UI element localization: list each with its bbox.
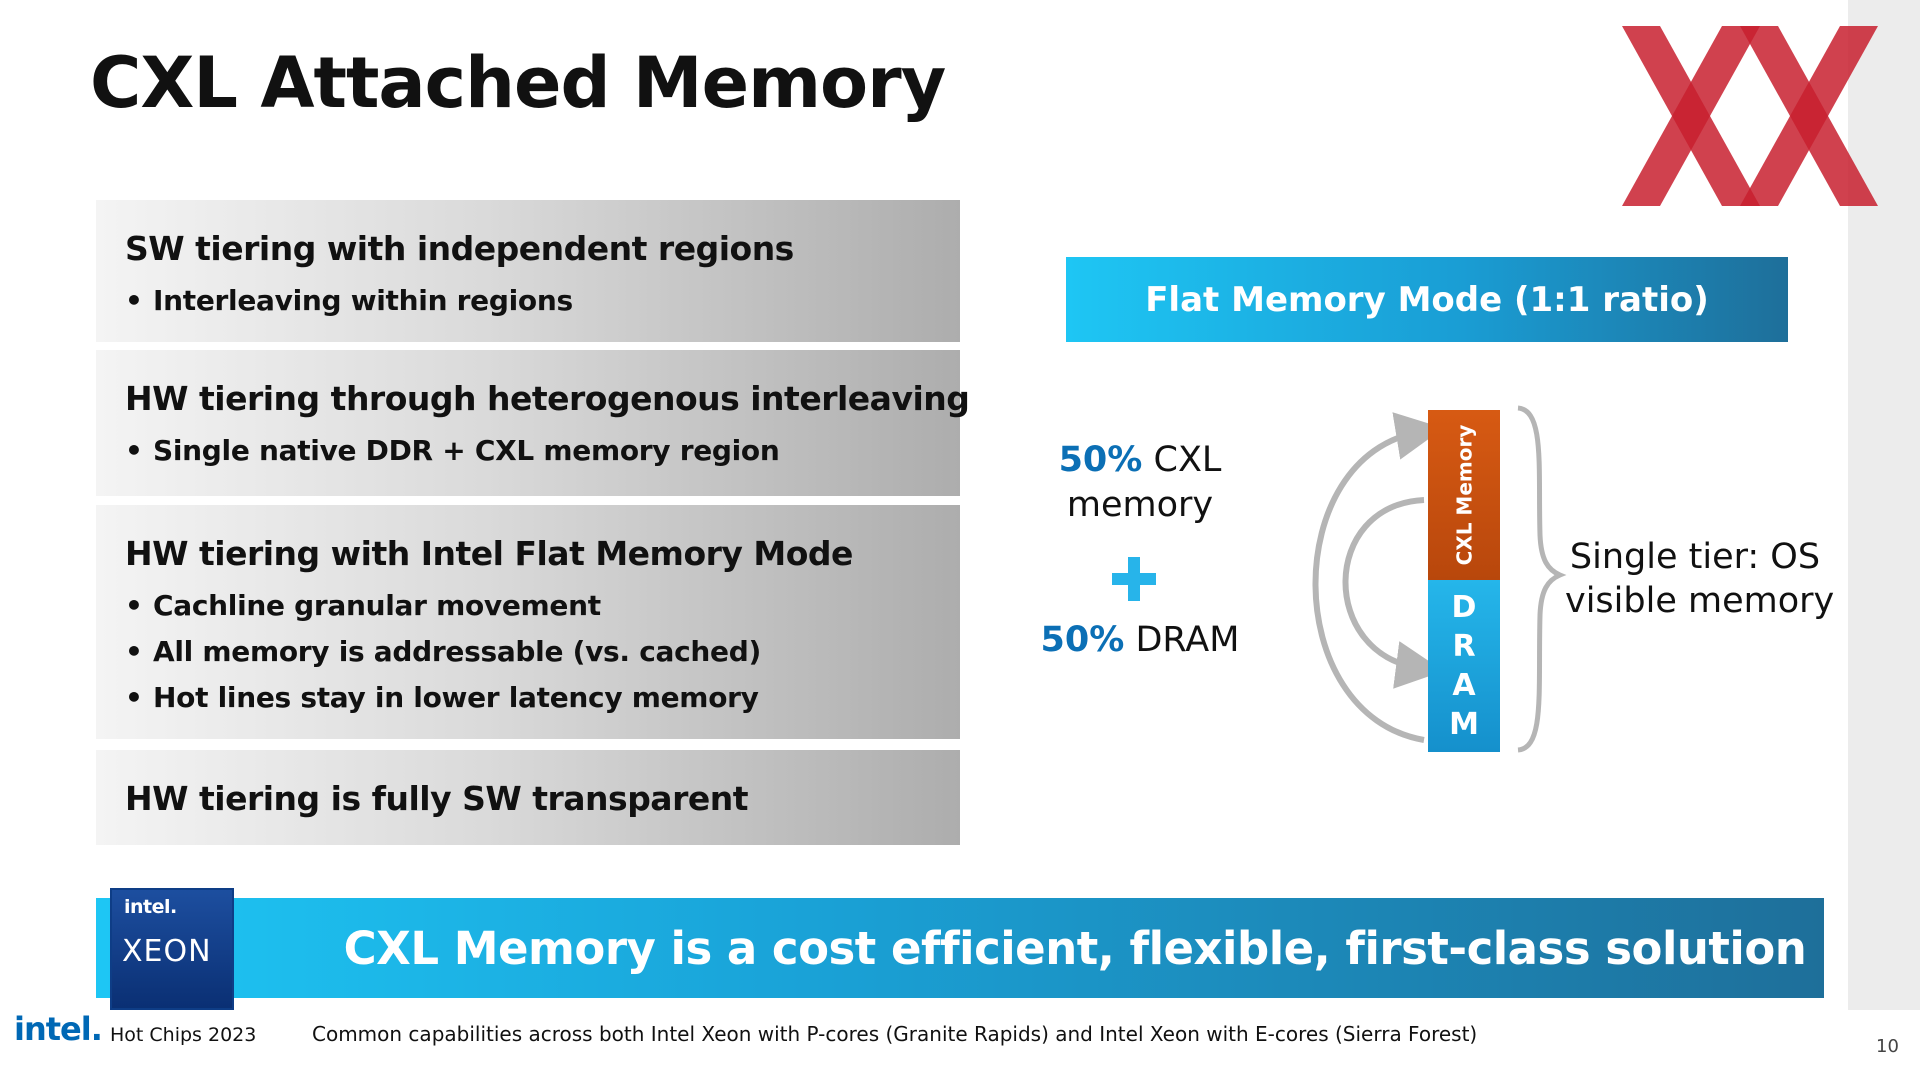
cxl-word: CXL bbox=[1153, 440, 1222, 480]
bullet-item: •All memory is addressable (vs. cached) bbox=[125, 635, 761, 668]
dram-bar: D R A M bbox=[1428, 580, 1500, 752]
badge-brand: intel. bbox=[124, 896, 177, 918]
bullet-item: •Cachline granular movement bbox=[125, 589, 601, 622]
dram-letter: M bbox=[1449, 706, 1479, 742]
conclusion-banner: CXL Memory is a cost efficient, flexible… bbox=[96, 898, 1824, 998]
panel-heading: SW tiering with independent regions bbox=[125, 229, 794, 268]
panel-hw-interleaving: HW tiering through heterogenous interlea… bbox=[96, 350, 970, 496]
footnote: Common capabilities across both Intel Xe… bbox=[312, 1022, 1478, 1046]
badge-product: XEON bbox=[122, 934, 212, 969]
panel-heading: HW tiering through heterogenous interlea… bbox=[125, 379, 970, 418]
memory-word: memory bbox=[1066, 485, 1214, 525]
cxl-ratio-label: 50% CXL memory bbox=[1040, 438, 1240, 528]
dram-ratio-label: 50% DRAM bbox=[1020, 618, 1260, 663]
slide-title: CXL Attached Memory bbox=[90, 42, 946, 124]
event-name: Hot Chips 2023 bbox=[110, 1024, 257, 1046]
intel-logo: intel. bbox=[14, 1010, 103, 1048]
cxl-bar-label: CXL Memory bbox=[1452, 424, 1477, 566]
xx-logo bbox=[1622, 26, 1878, 206]
cxl-percent: 50% bbox=[1058, 440, 1143, 480]
bullet-list: •Interleaving within regions bbox=[125, 278, 960, 324]
panel-flat-memory-mode: HW tiering with Intel Flat Memory Mode •… bbox=[96, 505, 960, 739]
page-number: 10 bbox=[1876, 1036, 1899, 1057]
conclusion-text: CXL Memory is a cost efficient, flexible… bbox=[343, 921, 1807, 975]
bullet-list: •Cachline granular movement •All memory … bbox=[125, 583, 960, 721]
xeon-badge-logo: intel. XEON bbox=[110, 888, 234, 1010]
bullet-item: •Interleaving within regions bbox=[125, 284, 573, 317]
flat-memory-mode-banner: Flat Memory Mode (1:1 ratio) bbox=[1066, 257, 1788, 342]
bullet-item: •Single native DDR + CXL memory region bbox=[125, 434, 780, 467]
dram-letter: A bbox=[1452, 667, 1476, 703]
bullet-item: •Hot lines stay in lower latency memory bbox=[125, 681, 759, 714]
single-tier-label: Single tier: OS visible memory bbox=[1565, 537, 1835, 621]
plus-icon bbox=[1112, 557, 1156, 601]
migration-arrows bbox=[1312, 405, 1567, 753]
dram-word: DRAM bbox=[1135, 620, 1240, 660]
bullet-list: •Single native DDR + CXL memory region bbox=[125, 428, 960, 474]
cxl-memory-bar: CXL Memory bbox=[1428, 410, 1500, 580]
dram-letter: R bbox=[1452, 628, 1476, 664]
dram-letter: D bbox=[1451, 589, 1477, 625]
panel-heading: HW tiering with Intel Flat Memory Mode bbox=[125, 534, 853, 573]
right-edge-strip bbox=[1848, 0, 1920, 1010]
panel-sw-tiering: SW tiering with independent regions •Int… bbox=[96, 200, 960, 342]
panel-heading: HW tiering is fully SW transparent bbox=[125, 779, 749, 818]
panel-sw-transparent: HW tiering is fully SW transparent bbox=[96, 750, 960, 845]
dram-percent: 50% bbox=[1040, 620, 1125, 660]
